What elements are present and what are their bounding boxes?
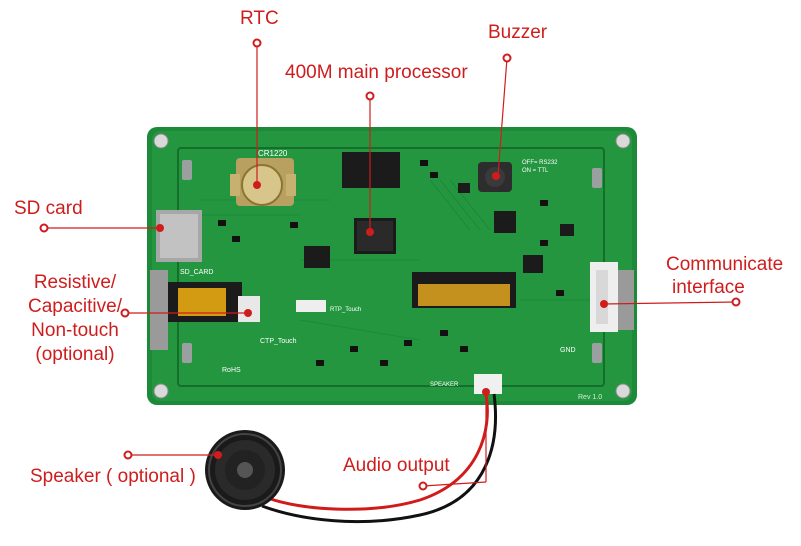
fpc-connector (412, 272, 516, 308)
label-communicate-line2: interface (672, 277, 745, 298)
rtp-silkscreen: RTP_Touch (330, 307, 361, 313)
label-audio-output: Audio output (343, 455, 450, 476)
callout-lines (44, 43, 737, 487)
sd-silkscreen: SD_CARD (180, 269, 213, 276)
speaker-connector (474, 374, 502, 394)
label-processor: 400M main processor (285, 62, 468, 83)
label-touch-line4: (optional) (35, 344, 115, 365)
uart-switch-silkscreen-a: OFF= RS232 (522, 160, 558, 166)
chip-d (523, 255, 543, 273)
label-touch-line2: Capacitive/ (28, 296, 122, 317)
rtp-connector (296, 300, 326, 312)
main-processor-chip (354, 218, 396, 254)
label-communicate-line1: Communicate (666, 254, 784, 275)
speaker-silkscreen: SPEAKER (430, 382, 459, 388)
ctp-silkscreen: CTP_Touch (260, 338, 297, 345)
label-sd-card: SD card (14, 198, 83, 219)
touch-connector (168, 282, 260, 322)
gnd-silkscreen: GND (560, 347, 576, 354)
sd-card-slot (156, 210, 202, 262)
uart-switch-silkscreen-b: ON = TTL (522, 168, 549, 174)
label-rtc: RTC (240, 8, 279, 29)
speaker-wire-red (267, 393, 489, 511)
label-touch-line3: Non-touch (31, 320, 119, 341)
rohs-silkscreen: RoHS (222, 367, 241, 374)
battery-silkscreen: CR1220 (258, 149, 288, 158)
label-buzzer: Buzzer (488, 22, 548, 43)
label-speaker: Speaker ( optional ) (30, 466, 196, 487)
communicate-connector (590, 262, 618, 332)
label-touch-line1: Resistive/ (33, 272, 117, 293)
chip-b (304, 246, 330, 268)
speaker-wire-black (261, 393, 497, 524)
callout-markers (39, 38, 741, 491)
chip-c (494, 211, 516, 233)
chip-a (342, 152, 400, 188)
revision-silkscreen: Rev 1.0 (578, 394, 602, 401)
pcb-board: CR1220 OFF= RS232 ON = TTL SD_CARD (147, 127, 637, 405)
speaker-image (205, 430, 285, 510)
rtc-battery (230, 158, 296, 206)
